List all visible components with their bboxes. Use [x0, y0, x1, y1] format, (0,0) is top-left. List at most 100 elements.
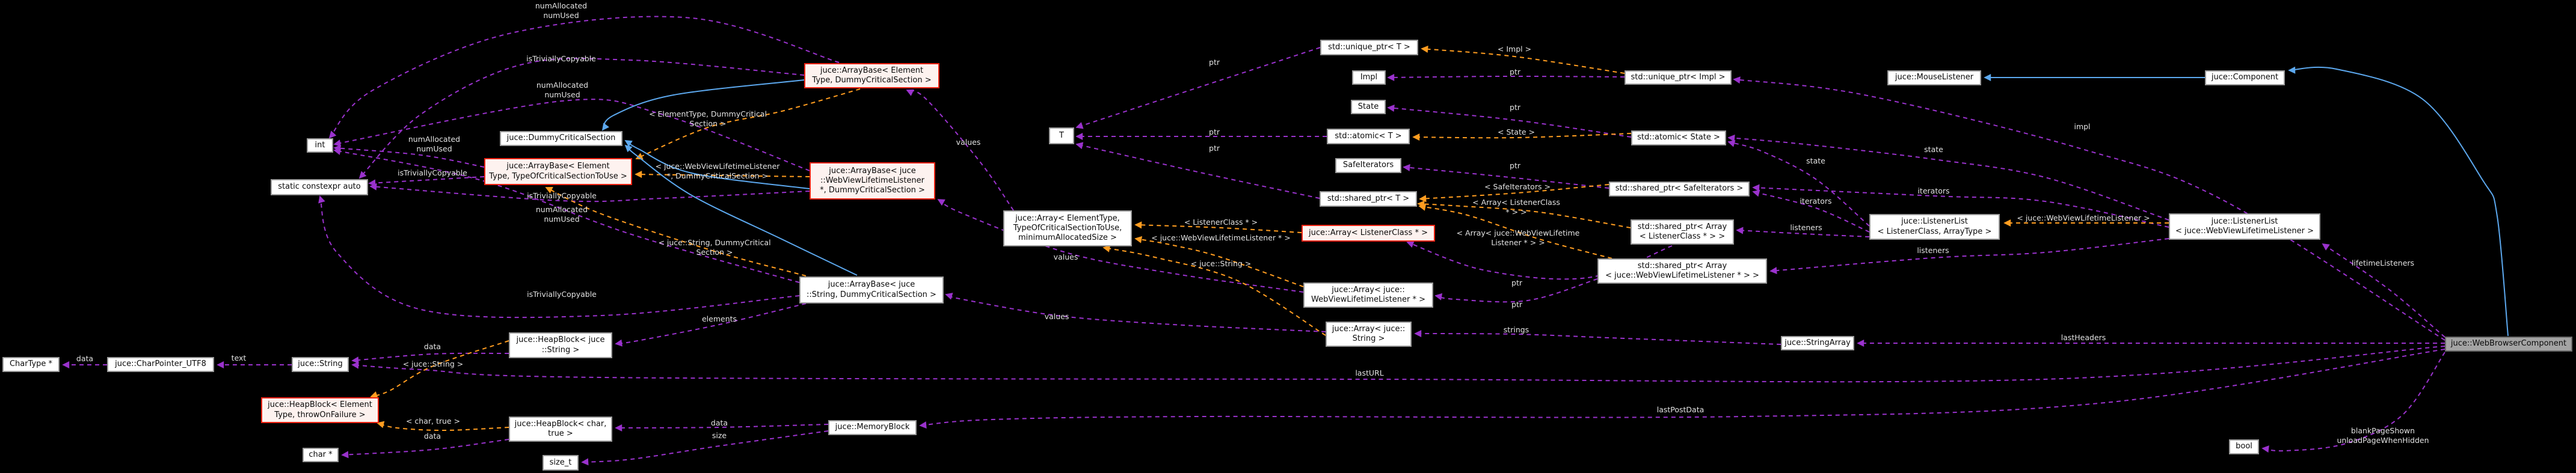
- node-heapblock-string[interactable]: juce::HeapBlock< juce ::String >: [509, 332, 612, 358]
- edge-label-3: numAllocated numUsed: [408, 135, 461, 153]
- edge-label-18: ptr: [1511, 278, 1522, 287]
- node-static-constexpr-auto[interactable]: static constexpr auto: [271, 179, 368, 195]
- node-bool[interactable]: bool: [2229, 439, 2259, 454]
- node-char-ptr[interactable]: char *: [303, 448, 339, 462]
- edge-label-13: ptr: [1510, 67, 1520, 76]
- edge-label-25: listeners: [1790, 223, 1822, 232]
- node-array-listenerclass[interactable]: juce::Array< ListenerClass * >: [1302, 225, 1435, 242]
- node-stringarray[interactable]: juce::StringArray: [1781, 336, 1854, 350]
- edge-label-4: isTriviallyCopyable: [398, 168, 467, 177]
- node-arraybase-wvll-dcs[interactable]: juce::ArrayBase< juce ::WebViewLifetimeL…: [810, 162, 935, 200]
- edge-label-7: isTriviallyCopyable: [527, 290, 597, 299]
- node-state[interactable]: State: [1351, 100, 1386, 114]
- node-memoryblock[interactable]: juce::MemoryBlock: [828, 420, 917, 435]
- edge-usage-26: [1769, 238, 2169, 275]
- edge-usage-7: [318, 195, 800, 319]
- node-size-t[interactable]: size_t: [543, 455, 579, 471]
- edge-inherit-55: [624, 144, 858, 276]
- edge-label-16: ptr: [1209, 144, 1220, 153]
- node-unique-ptr-t[interactable]: std::unique_ptr< T >: [1320, 40, 1418, 55]
- edge-inherit-53: [601, 79, 805, 131]
- edge-label-36: data: [423, 342, 441, 351]
- edge-label-47: < SafeIterators >: [1484, 182, 1551, 191]
- edge-usage-8: [906, 89, 1014, 211]
- edge-usage-6: [333, 148, 800, 283]
- edge-label-23: iterators: [1800, 197, 1832, 206]
- node-component[interactable]: juce::Component: [2205, 70, 2285, 85]
- edge-usage-36: [351, 352, 509, 364]
- edge-label-2: numAllocated numUsed: [536, 81, 589, 99]
- node-heapblock-generic[interactable]: juce::HeapBlock< Element Type, throwOnFa…: [261, 397, 379, 423]
- node-t[interactable]: T: [1049, 127, 1074, 144]
- node-shared-ptr-array-listenerclass[interactable]: std::shared_ptr< Array < ListenerClass *…: [1631, 219, 1734, 245]
- edge-label-12: ptr: [1209, 58, 1220, 67]
- edge-usage-4: [368, 176, 485, 187]
- edge-label-40: < juce::WebViewLifetimeListener *, Dummy…: [655, 162, 780, 180]
- edge-label-41: < juce::String, DummyCritical Section >: [658, 238, 771, 257]
- edge-usage-11: [615, 303, 807, 347]
- edge-label-32: blankPageShown unloadPageWhenHidden: [2337, 426, 2429, 445]
- node-listenerlist-wvll[interactable]: juce::ListenerList < juce::WebViewLifeti…: [2169, 213, 2320, 240]
- node-safeiterators[interactable]: SafeIterators: [1335, 158, 1401, 173]
- edge-label-15: ptr: [1209, 127, 1220, 136]
- edge-label-11: elements: [701, 314, 737, 323]
- node-array-wvll[interactable]: juce::Array< juce:: WebViewLifetimeListe…: [1303, 282, 1433, 308]
- edge-label-20: impl: [2074, 122, 2091, 131]
- node-atomic-state[interactable]: std::atomic< State >: [1631, 130, 1726, 145]
- edge-template-40: [635, 171, 810, 179]
- edge-label-48: < Array< ListenerClass * > >: [1472, 198, 1560, 216]
- edge-template-44: [1102, 245, 1326, 336]
- edge-usage-27: [2322, 243, 2445, 338]
- edge-label-37: text: [231, 353, 247, 362]
- edge-label-17: ptr: [1510, 161, 1520, 170]
- node-impl[interactable]: Impl: [1352, 70, 1386, 85]
- node-shared-ptr-safeiterators[interactable]: std::shared_ptr< SafeIterators >: [1609, 182, 1750, 197]
- edge-usage-17: [1403, 164, 1609, 189]
- node-unique-ptr-impl[interactable]: std::unique_ptr< Impl >: [1625, 70, 1732, 85]
- edge-template-52: [377, 421, 509, 432]
- node-atomic-t[interactable]: std::atomic< T >: [1327, 129, 1410, 144]
- node-chartype-ptr[interactable]: CharType *: [2, 357, 60, 372]
- edge-usage-3: [333, 144, 485, 168]
- edge-label-1: isTriviallyCopyable: [526, 54, 596, 63]
- node-juce-string[interactable]: juce::String: [292, 357, 349, 372]
- node-charpointer-utf8[interactable]: juce::CharPointer_UTF8: [107, 357, 214, 372]
- edge-usage-21: [1727, 140, 1870, 227]
- edge-usage-2: [333, 99, 810, 171]
- node-array-generic[interactable]: juce::Array< ElementType, TypeOfCritical…: [1003, 210, 1132, 246]
- edge-usage-34: [581, 430, 829, 466]
- edge-template-48: [1417, 200, 1631, 228]
- node-arraybase-string-dcs[interactable]: juce::ArrayBase< juce ::String, DummyCri…: [799, 276, 944, 304]
- node-listenerlist-generic[interactable]: juce::ListenerList < ListenerClass, Arra…: [1869, 214, 2000, 240]
- edge-label-26: listeners: [1917, 246, 1949, 255]
- edge-label-19: ptr: [1511, 300, 1522, 309]
- node-heapblock-char-true[interactable]: juce::HeapBlock< char, true >: [509, 417, 612, 442]
- edge-usage-25: [1736, 227, 1870, 237]
- edge-label-27: lifetimeListeners: [2351, 258, 2415, 267]
- edge-label-39: < ElementType, DummyCritical Section >: [649, 109, 767, 128]
- edge-label-0: numAllocated numUsed: [535, 1, 588, 20]
- edge-usage-22: [1727, 134, 2169, 221]
- node-arraybase-elementtype-dcs[interactable]: juce::ArrayBase< Element Type, DummyCrit…: [804, 63, 939, 88]
- node-array-string[interactable]: juce::Array< juce:: String >: [1326, 322, 1412, 347]
- node-webbrowsercomponent[interactable]: juce::WebBrowserComponent: [2445, 337, 2572, 352]
- edge-usage-19: [1434, 278, 1598, 303]
- edge-label-31: lastPostData: [1656, 405, 1705, 414]
- edge-usage-12: [1075, 47, 1321, 129]
- edge-template-46: [1412, 133, 1632, 141]
- edge-label-42: < ListenerClass * >: [1184, 218, 1258, 227]
- edge-label-30: lastURL: [1355, 368, 1384, 377]
- node-shared-ptr-array-wvll[interactable]: std::shared_ptr< Array < juce::WebViewLi…: [1597, 258, 1767, 284]
- edge-label-44: < juce::String >: [1190, 259, 1252, 268]
- edge-label-38: data: [76, 354, 94, 363]
- node-int[interactable]: int: [307, 138, 333, 153]
- edge-label-52: < char, true >: [405, 417, 461, 426]
- node-mouse-listener[interactable]: juce::MouseListener: [1887, 70, 1981, 85]
- node-shared-ptr-t[interactable]: std::shared_ptr< T >: [1320, 191, 1417, 207]
- edge-template-51: [370, 340, 509, 398]
- edge-label-33: data: [710, 418, 728, 427]
- node-dummy-critical-section[interactable]: juce::DummyCriticalSection: [500, 131, 622, 146]
- node-arraybase-generic[interactable]: juce::ArrayBase< Element Type, TypeOfCri…: [484, 158, 632, 185]
